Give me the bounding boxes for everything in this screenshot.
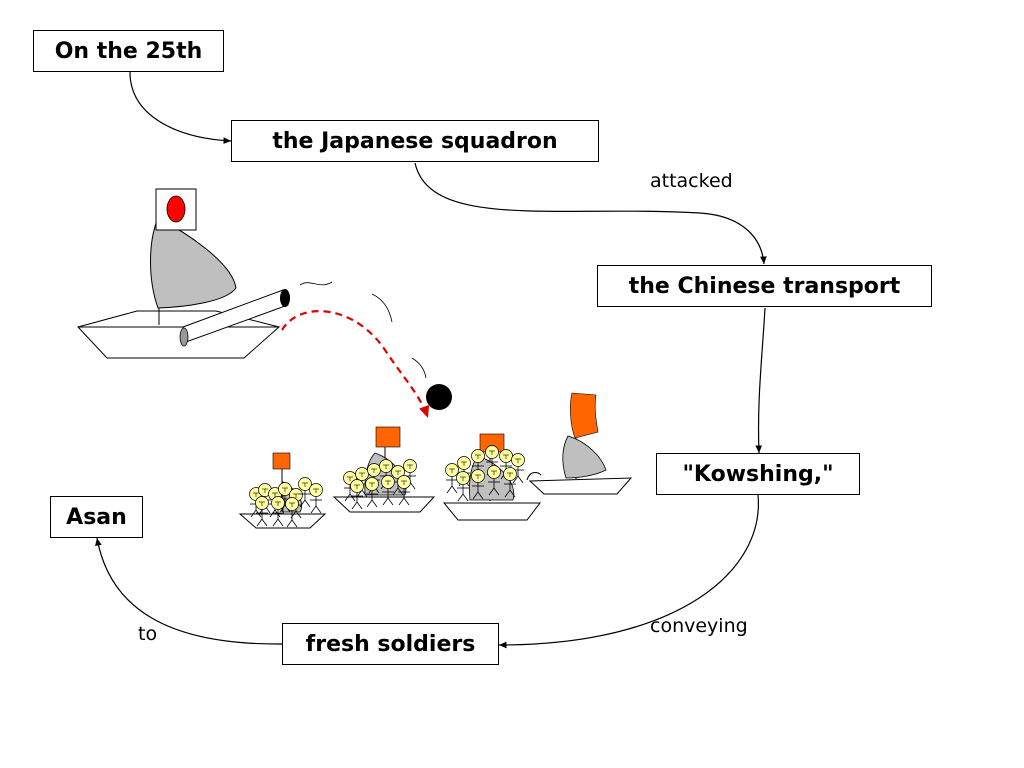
japanese-warship bbox=[76, 188, 427, 379]
soldier-figure bbox=[485, 445, 499, 476]
soldier-figure bbox=[456, 471, 470, 502]
edge-label-to: to bbox=[138, 623, 158, 645]
edge-label-conveying: conveying bbox=[650, 615, 748, 637]
soldier-figure bbox=[397, 475, 411, 506]
edge-transport-to-kowshing bbox=[755, 307, 766, 454]
edge-date-to-squadron bbox=[129, 71, 232, 144]
node-chinese-transport: the Chinese transport bbox=[597, 265, 932, 307]
soldier-figure bbox=[365, 477, 379, 508]
soldier-figure bbox=[391, 465, 405, 496]
chinese-soldiers bbox=[249, 445, 525, 528]
soldier-figure bbox=[255, 496, 269, 527]
soldier-figure bbox=[350, 479, 364, 510]
cannonball bbox=[426, 384, 452, 410]
soldier-figure bbox=[381, 475, 395, 506]
edge-soldiers-to-asan bbox=[95, 537, 283, 645]
node-asan: Asan bbox=[50, 496, 143, 538]
soldier-figure bbox=[271, 496, 285, 527]
node-japanese-squadron: the Japanese squadron bbox=[231, 120, 599, 162]
soldier-figure bbox=[309, 483, 323, 514]
edge-label-attacked: attacked bbox=[650, 170, 733, 192]
soldier-figure bbox=[457, 456, 471, 487]
soldier-figure bbox=[511, 453, 525, 484]
cannon-muzzle bbox=[280, 289, 290, 307]
cannonball-trajectory bbox=[281, 310, 430, 419]
soldier-figure bbox=[285, 497, 299, 528]
chinese-boat-4 bbox=[526, 392, 633, 495]
edge-kowshing-to-soldiers bbox=[498, 494, 759, 649]
node-kowshing: "Kowshing," bbox=[656, 453, 860, 495]
edge-squadron-to-transport bbox=[414, 162, 767, 265]
chinese-flag-icon bbox=[570, 392, 599, 439]
node-date: On the 25th bbox=[33, 30, 224, 72]
chinese-flag-icon bbox=[375, 426, 401, 448]
soldier-figure bbox=[445, 463, 459, 494]
soldier-figure bbox=[298, 477, 312, 508]
node-fresh-soldiers: fresh soldiers bbox=[282, 623, 499, 665]
soldier-figure bbox=[471, 469, 485, 500]
chinese-flag-icon bbox=[272, 452, 291, 470]
soldier-figure bbox=[487, 465, 501, 496]
soldier-figure bbox=[503, 467, 517, 498]
chinese-boat-3 bbox=[442, 433, 542, 521]
